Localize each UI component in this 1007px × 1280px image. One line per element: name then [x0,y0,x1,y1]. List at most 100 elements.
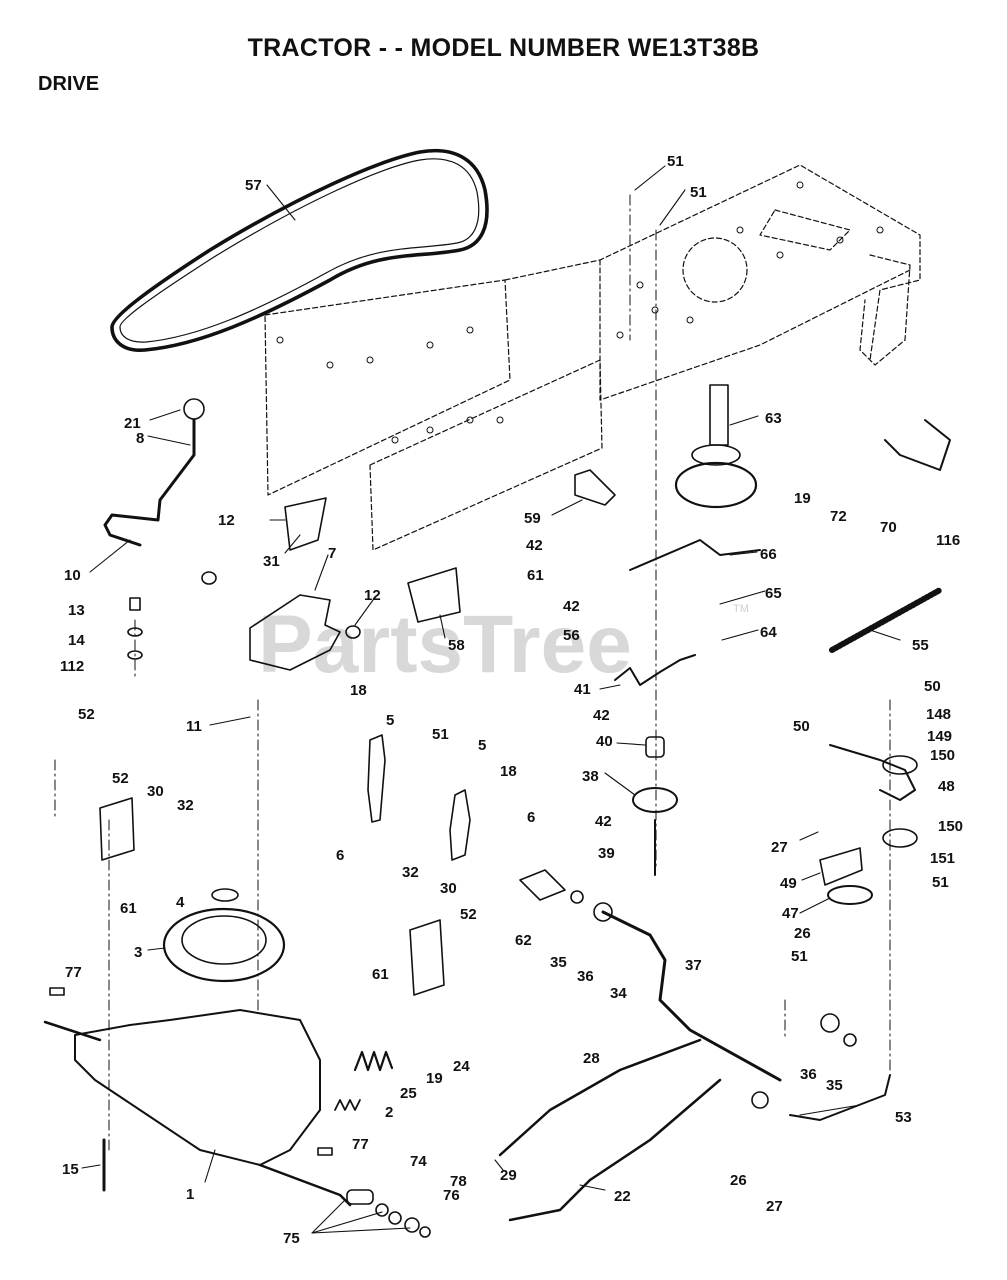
shaft-34 [601,910,782,1082]
washer-12b [345,625,361,639]
sleeve-62 [519,869,566,901]
callout-50a: 50 [924,678,941,695]
callout-26a: 26 [794,925,811,942]
callout-50b: 50 [793,718,810,735]
spacer-40 [645,736,665,758]
callout-28: 28 [583,1050,600,1067]
washer-14 [127,627,143,637]
frame-holes [276,181,884,444]
callout-74: 74 [410,1153,427,1170]
callout-5b: 5 [478,737,486,754]
engine-pulley-63 [674,461,758,509]
callout-32a: 32 [177,797,194,814]
spacer-74 [346,1189,374,1205]
bracket-48 [829,744,916,801]
callout-35a: 35 [550,954,567,971]
callout-2: 2 [385,1104,393,1121]
transmission-pulley-3 [162,907,286,983]
callout-51d: 51 [932,874,949,891]
callout-27b: 27 [766,1198,783,1215]
callout-57: 57 [245,177,262,194]
washer-78 [404,1217,420,1233]
callout-51a: 51 [667,153,684,170]
callout-24: 24 [453,1058,470,1075]
rod-22 [508,1078,722,1222]
leader-lines [81,165,901,1234]
spring-2 [334,1099,361,1111]
washer-26b [751,1091,769,1109]
bracket-5a [367,734,386,823]
callout-51e: 51 [791,948,808,965]
spring-25 [353,1050,394,1072]
callout-14: 14 [68,632,85,649]
callout-42b: 42 [563,598,580,615]
callout-30a: 30 [147,783,164,800]
callout-150b: 150 [938,818,963,835]
callout-64: 64 [760,624,777,641]
rod-53 [789,1074,891,1121]
retaining-ring-4 [211,888,239,902]
callout-29: 29 [500,1167,517,1184]
callout-39: 39 [598,845,615,862]
callout-18b: 18 [500,763,517,780]
pin-77a [49,987,65,996]
callout-61a: 61 [527,567,544,584]
watermark: PartsTree [258,599,632,690]
callout-151: 151 [930,850,955,867]
callout-149: 149 [927,728,952,745]
washer-35b [843,1033,857,1047]
callout-61c: 61 [372,966,389,983]
shift-lever [103,418,196,547]
callout-6b: 6 [527,809,535,826]
callout-10: 10 [64,567,81,584]
callout-150a: 150 [930,747,955,764]
callout-18a: 18 [350,682,367,699]
callout-31: 31 [263,553,280,570]
callout-49: 49 [780,875,797,892]
callout-30b: 30 [440,880,457,897]
callout-52c: 52 [460,906,477,923]
pulley-150b [882,828,918,848]
callout-66: 66 [760,546,777,563]
callout-36b: 36 [800,1066,817,1083]
callout-15: 15 [62,1161,79,1178]
callout-51b: 51 [690,184,707,201]
bracket-7 [249,594,341,671]
shift-knob [183,398,205,420]
callout-35b: 35 [826,1077,843,1094]
washer-36b [820,1013,840,1033]
callout-19a: 19 [794,490,811,507]
callout-6a: 6 [336,847,344,864]
callout-51c: 51 [432,726,449,743]
rod-70 [884,419,951,471]
callout-34: 34 [610,985,627,1002]
washer-12a [201,571,217,585]
transaxle-1 [74,1009,321,1166]
callout-8: 8 [136,430,144,447]
callout-41: 41 [574,681,591,698]
callout-32b: 32 [402,864,419,881]
callout-12b: 12 [364,587,381,604]
rod-28 [498,1038,702,1157]
callout-48: 48 [938,778,955,795]
callout-12a: 12 [218,512,235,529]
callout-70: 70 [880,519,897,536]
callout-65: 65 [765,585,782,602]
plate-30b [409,919,445,996]
watermark-trademark: TM [733,603,749,615]
callout-27a: 27 [771,839,788,856]
pin-77b [317,1147,333,1156]
bolt-13 [129,597,141,611]
section-title: DRIVE [38,73,100,95]
drive-belt [110,148,489,352]
callout-77a: 77 [65,964,82,981]
bracket-5b [449,789,471,861]
pulley-hub-63 [709,384,729,446]
pulley-47 [827,885,873,905]
callout-47: 47 [782,905,799,922]
callout-56: 56 [563,627,580,644]
washer-112 [127,650,143,660]
rod-66 [629,539,761,571]
callout-116: 116 [936,532,960,549]
callout-38: 38 [582,768,599,785]
